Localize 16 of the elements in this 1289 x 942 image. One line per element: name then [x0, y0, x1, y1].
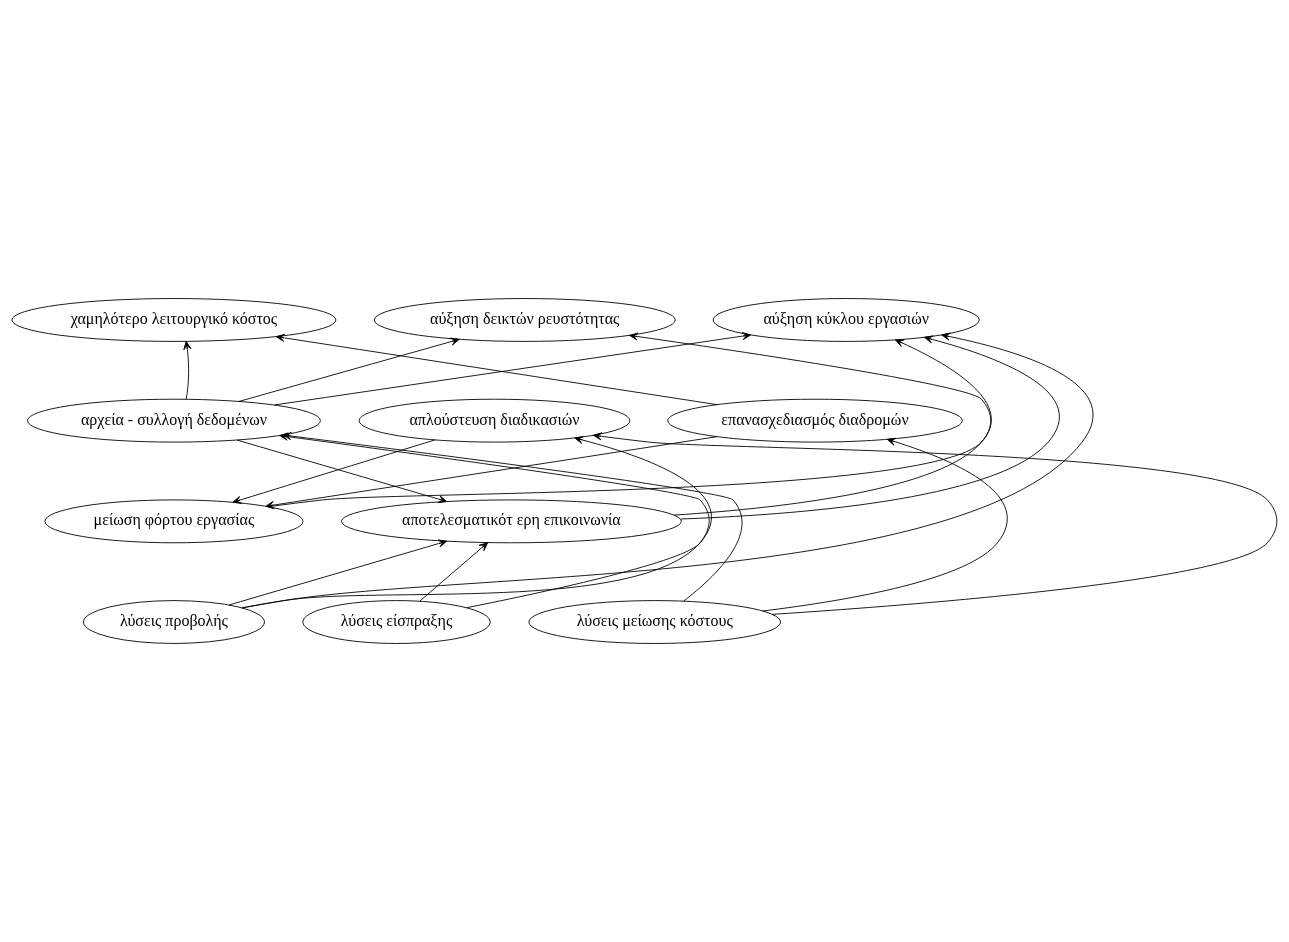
node-ellipse: λύσεις μείωσης κόστους [528, 600, 782, 644]
arrow [183, 340, 192, 400]
node-ellipse: αποτελεσματικότ ερη επικοινωνία [341, 499, 682, 544]
arrow [228, 539, 448, 606]
arrow [265, 436, 718, 510]
arrow [241, 332, 1094, 609]
node-ellipse: λύσεις προβολής [83, 600, 265, 644]
arrow [680, 335, 1060, 520]
node-ellipse: επανασχεδιασμός διαδρομών [667, 398, 963, 443]
arrow [762, 437, 1008, 612]
arrow [629, 332, 992, 516]
arrow [593, 432, 1278, 615]
arrow [267, 339, 992, 508]
arrow [238, 337, 460, 402]
node-ellipse: λύσεις είσπραξης [302, 600, 491, 644]
arrow [419, 542, 489, 602]
